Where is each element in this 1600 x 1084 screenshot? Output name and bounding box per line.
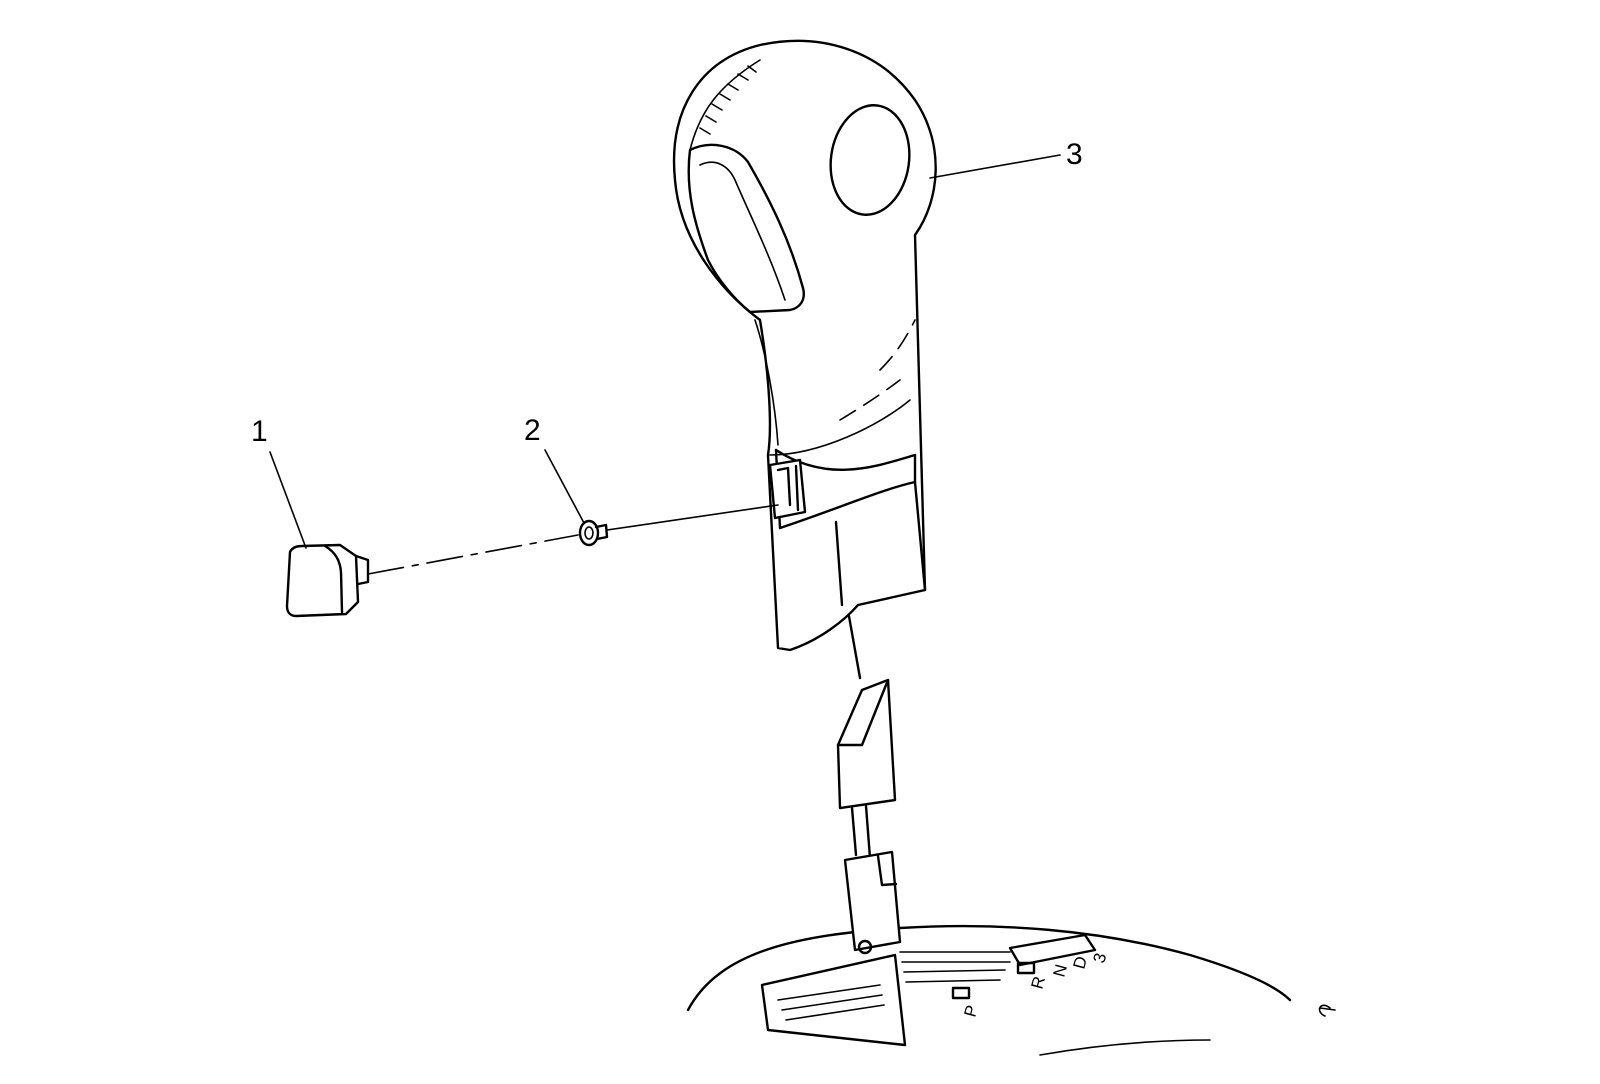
knob-body: [672, 39, 937, 652]
lever-bracket: [836, 678, 897, 810]
gate-position-letters: P R N D 3: [961, 951, 1111, 1019]
retaining-screw: [578, 519, 609, 547]
knob-side-button: [687, 143, 805, 314]
gate-position-p: P: [961, 1003, 982, 1019]
leader-line-1: [269, 451, 307, 549]
installation-paths: [367, 504, 779, 575]
shift-lever-shaft: [836, 603, 902, 955]
gate-slot-lines: [777, 951, 1011, 1021]
callout-3: 3: [1066, 138, 1083, 171]
knob-stitching: [689, 59, 761, 151]
knob-emblem-recess: [829, 104, 911, 216]
callout-2: 2: [524, 414, 541, 447]
callout-1: 1: [251, 415, 268, 448]
gate-position-3: 3: [1090, 951, 1111, 965]
leader-line-2: [544, 449, 585, 524]
shift-knob: [672, 39, 937, 652]
gate-position-d: D: [1070, 954, 1092, 971]
gate-position-n: N: [1050, 962, 1072, 979]
knob-lower-trim: [778, 480, 927, 592]
leader-lines: [269, 154, 1061, 549]
leader-line-3: [929, 154, 1061, 179]
console-bezel: P R N D 3: [686, 924, 1336, 1056]
corner-hook-mark: [1318, 1004, 1336, 1017]
lever-lower-tube: [843, 850, 902, 952]
knob-release-button: [285, 543, 370, 618]
gate-position-r: R: [1028, 974, 1050, 991]
callout-labels: 1 2 3: [251, 138, 1083, 448]
